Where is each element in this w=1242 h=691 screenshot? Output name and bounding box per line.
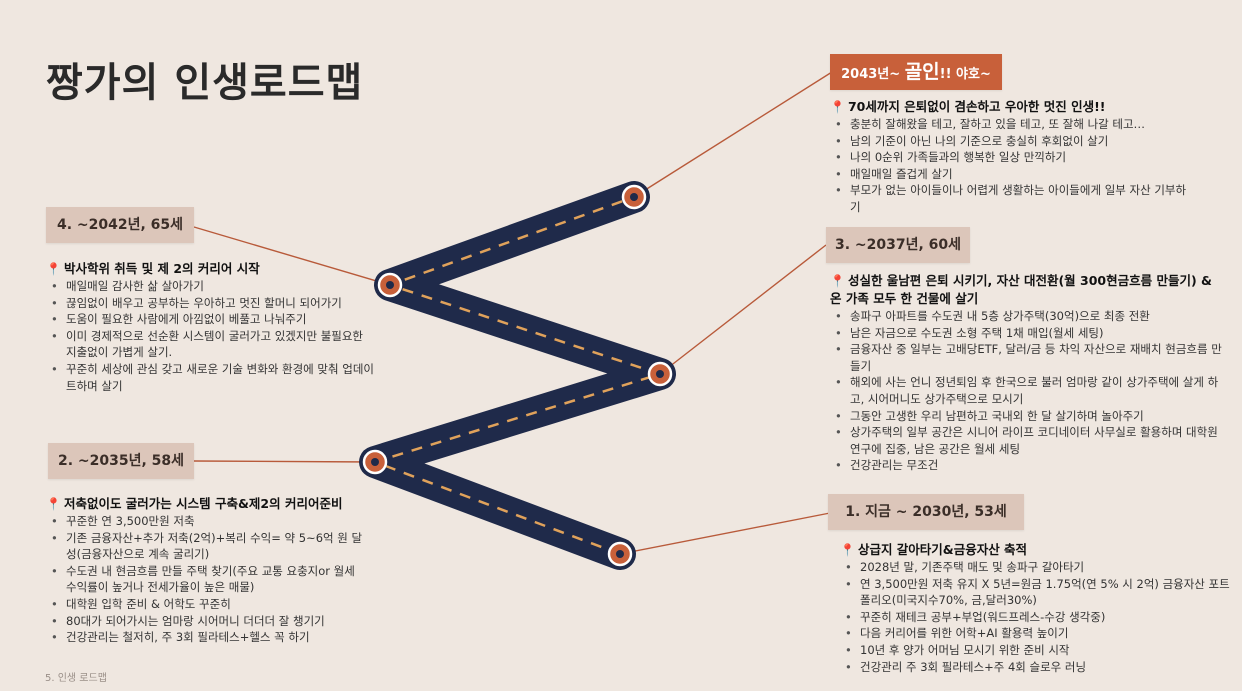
final-label-year: 2043년~ [841,67,905,82]
list-item: 송파구 아파트를 수도권 내 5층 상가주택(30억)으로 최종 전환 [830,308,1226,325]
stage-block-s3: 📍성실한 울남편 은퇴 시키기, 자산 대전환(월 300현금흐름 만들기) &… [830,272,1226,474]
list-item: 끊임없이 배우고 공부하는 우아하고 멋진 할머니 되어가기 [46,295,376,312]
list-item: 건강관리는 무조건 [830,457,1226,474]
stage-label-s1: 1. 지금 ~ 2030년, 53세 [828,494,1024,530]
connector-s4 [193,226,391,286]
stage-heading-text: 성실한 울남편 은퇴 시키기, 자산 대전환(월 300현금흐름 만들기) & … [830,273,1212,306]
pin-icon: 📍 [840,543,855,557]
list-item: 매일매일 감사한 삶 살아가기 [46,278,376,295]
list-item: 꾸준히 세상에 관심 갖고 새로운 기술 변화와 환경에 맞춰 업데이트하며 살… [46,361,376,394]
stage-heading-final: 📍70세까지 은퇴없이 겸손하고 우아한 멋진 인생!! [830,98,1190,116]
list-item: 건강관리는 철저히, 주 3회 필라테스+헬스 꼭 하기 [46,629,366,646]
list-item: 금융자산 중 일부는 고배당ETF, 달러/금 등 차익 자산으로 재배치 현금… [830,341,1226,374]
stage-label-s2: 2. ~2035년, 58세 [48,443,194,479]
road-center-dashes [373,195,662,556]
stage-heading-s3: 📍성실한 울남편 은퇴 시키기, 자산 대전환(월 300현금흐름 만들기) &… [830,272,1226,308]
connector-s2 [193,460,376,463]
stage-list-s2: 꾸준한 연 3,500만원 저축기존 금융자산+추가 저축(2억)+복리 수익=… [46,513,366,646]
list-item: 꾸준히 재테크 공부+부업(워드프레스-수강 생각중) [840,609,1230,626]
connector-final [633,71,833,198]
stage-list-final: 충분히 잘해왔을 테고, 잘하고 있을 테고, 또 잘해 나갈 테고…남의 기준… [830,116,1190,216]
stage-label-s3: 3. ~2037년, 60세 [826,227,970,263]
stage-heading-s2: 📍저축없이도 굴러가는 시스템 구축&제2의 커리어준비 [46,495,366,513]
stage-heading-text: 상급지 갈아타기&금융자산 축적 [857,542,1028,557]
milestone-node-s3 [647,361,673,387]
list-item: 연 3,500만원 저축 유지 X 5년=원금 1.75억(연 5% 시 2억)… [840,576,1230,609]
stage-label-s4: 4. ~2042년, 65세 [46,207,194,243]
milestone-node-s1 [607,541,633,567]
page-footer: 5. 인생 로드맵 [45,673,107,684]
milestone-node-s4 [377,272,403,298]
final-label-cheer: !! 야호~ [939,67,991,82]
connector-s1 [619,512,831,555]
list-item: 상가주택의 일부 공간은 시니어 라이프 코디네이터 사무실로 활용하며 대학원… [830,424,1226,457]
stage-heading-s4: 📍박사학위 취득 및 제 2의 커리어 시작 [46,260,376,278]
list-item: 남의 기준이 아닌 나의 기준으로 충실히 후회없이 살기 [830,133,1190,150]
page-title: 짱가의 인생로드맵 [46,60,364,106]
stage-heading-text: 저축없이도 굴러가는 시스템 구축&제2의 커리어준비 [63,496,343,511]
list-item: 충분히 잘해왔을 테고, 잘하고 있을 테고, 또 잘해 나갈 테고… [830,116,1190,133]
road-path [359,181,676,570]
list-item: 꾸준한 연 3,500만원 저축 [46,513,366,530]
milestone-node-final [621,184,647,210]
list-item: 매일매일 즐겁게 살기 [830,166,1190,183]
stage-block-s4: 📍박사학위 취득 및 제 2의 커리어 시작 매일매일 감사한 삶 살아가기끊임… [46,260,376,394]
stage-heading-text: 70세까지 은퇴없이 겸손하고 우아한 멋진 인생!! [847,99,1106,114]
list-item: 수도권 내 현금흐름 만들 주택 찾기(주요 교통 요충지or 월세 수익률이 … [46,563,366,596]
list-item: 10년 후 양가 어머님 모시기 위한 준비 시작 [840,642,1230,659]
list-item: 대학원 입학 준비 & 어학도 꾸준히 [46,596,366,613]
milestone-node-s2 [362,449,388,475]
stage-list-s3: 송파구 아파트를 수도권 내 5층 상가주택(30억)으로 최종 전환남은 자금… [830,308,1226,474]
stage-block-s1: 📍상급지 갈아타기&금융자산 축적 2028년 말, 기존주택 매도 및 송파구… [840,541,1230,675]
list-item: 건강관리 주 3회 필라테스+주 4회 슬로우 러닝 [840,659,1230,676]
final-label-goal: 골인 [904,61,940,83]
stage-list-s1: 2028년 말, 기존주택 매도 및 송파구 갈아타기연 3,500만원 저축 … [840,559,1230,675]
list-item: 기존 금융자산+추가 저축(2억)+복리 수익= 약 5~6억 원 달성(금융자… [46,530,366,563]
stage-list-s4: 매일매일 감사한 삶 살아가기끊임없이 배우고 공부하는 우아하고 멋진 할머니… [46,278,376,394]
list-item: 2028년 말, 기존주택 매도 및 송파구 갈아타기 [840,559,1230,576]
list-item: 나의 0순위 가족들과의 행복한 일상 만끽하기 [830,149,1190,166]
stage-label-final: 2043년~ 골인!! 야호~ [830,54,1002,90]
list-item: 다음 커리어를 위한 어학+AI 활용력 높이기 [840,625,1230,642]
list-item: 남은 자금으로 수도권 소형 주택 1채 매입(월세 세팅) [830,325,1226,342]
pin-icon: 📍 [46,497,61,511]
stage-heading-text: 박사학위 취득 및 제 2의 커리어 시작 [63,261,260,276]
stage-block-final: 📍70세까지 은퇴없이 겸손하고 우아한 멋진 인생!! 충분히 잘해왔을 테고… [830,98,1190,216]
list-item: 부모가 없는 아이들이나 어렵게 생활하는 아이들에게 일부 자산 기부하기 [830,182,1190,215]
connector-s3 [659,244,827,375]
pin-icon: 📍 [830,274,845,288]
list-item: 이미 경제적으로 선순환 시스템이 굴러가고 있겠지만 불필요한 지출없이 가볍… [46,328,376,361]
list-item: 도움이 필요한 사람에게 아낌없이 베풀고 나눠주기 [46,311,376,328]
list-item: 80대가 되어가시는 엄마랑 시어머니 더더더 잘 챙기기 [46,613,366,630]
pin-icon: 📍 [46,262,61,276]
stage-block-s2: 📍저축없이도 굴러가는 시스템 구축&제2의 커리어준비 꾸준한 연 3,500… [46,495,366,646]
stage-heading-s1: 📍상급지 갈아타기&금융자산 축적 [840,541,1230,559]
list-item: 해외에 사는 언니 정년퇴임 후 한국으로 불러 엄마랑 같이 상가주택에 살게… [830,374,1226,407]
list-item: 그동안 고생한 우리 남편하고 국내외 한 달 살기하며 놀아주기 [830,408,1226,425]
pin-icon: 📍 [830,100,845,114]
